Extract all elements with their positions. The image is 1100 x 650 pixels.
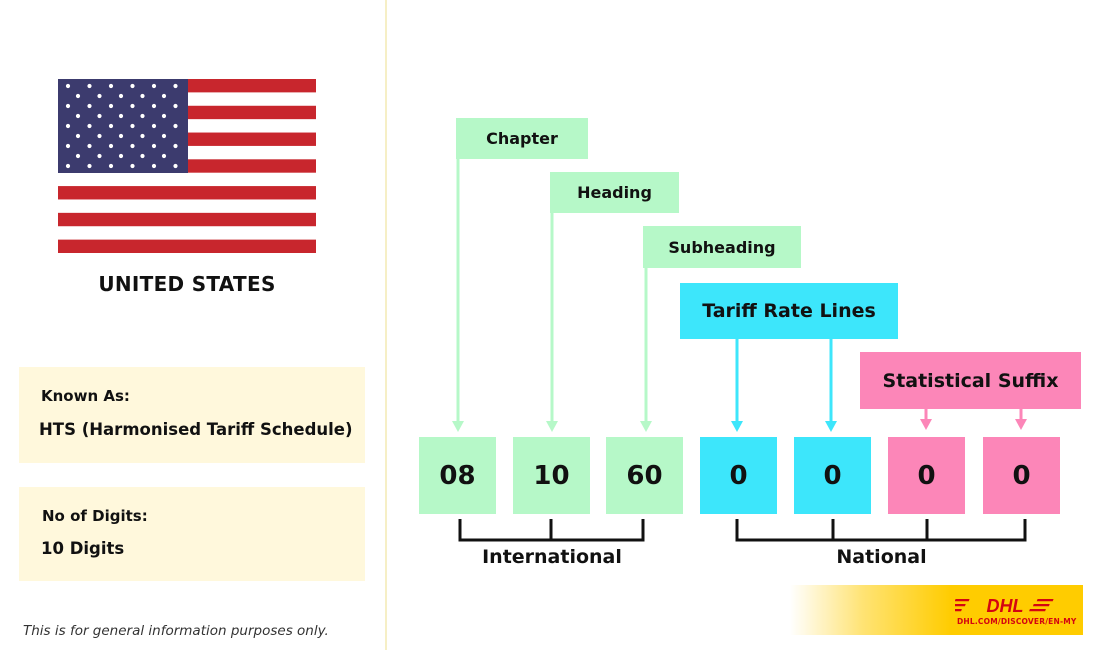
digit-box-tariff-2: 0 <box>794 437 871 514</box>
heading-label: Heading <box>550 172 679 213</box>
national-label: National <box>836 546 927 568</box>
digit-box-suffix-2: 0 <box>983 437 1060 514</box>
subheading-label: Subheading <box>643 226 801 268</box>
tariff-rate-lines-label: Tariff Rate Lines <box>680 283 898 339</box>
country-name: UNITED STATES <box>98 272 276 296</box>
digit-box-tariff-1: 0 <box>700 437 777 514</box>
subheading-arrowhead <box>640 421 652 432</box>
statistical-suffix-label: Statistical Suffix <box>860 352 1081 409</box>
known-as-label: Known As: <box>41 387 130 405</box>
tariff-arrowhead-1 <box>731 421 743 432</box>
digits-label: No of Digits: <box>42 507 148 525</box>
vertical-divider <box>385 0 387 650</box>
dhl-logo-text: DHL <box>987 596 1024 616</box>
known-as-value: HTS (Harmonised Tariff Schedule) <box>39 420 353 439</box>
digit-box-chapter: 08 <box>419 437 496 514</box>
digit-box-suffix-1: 0 <box>888 437 965 514</box>
international-label: International <box>482 546 622 568</box>
chapter-label: Chapter <box>456 118 588 159</box>
tariff-arrowhead-2 <box>825 421 837 432</box>
digit-box-heading: 10 <box>513 437 590 514</box>
national-bracket <box>735 519 1027 542</box>
chapter-arrowhead <box>452 421 464 432</box>
suffix-arrowhead-1 <box>920 419 932 430</box>
disclaimer: This is for general information purposes… <box>23 623 329 639</box>
us-flag-icon <box>58 79 316 253</box>
digits-card: No of Digits: 10 Digits <box>19 487 365 581</box>
dhl-url: DHL.COM/DISCOVER/EN-MY <box>957 617 1077 626</box>
heading-arrowhead <box>546 421 558 432</box>
suffix-arrowhead-2 <box>1015 419 1027 430</box>
digits-value: 10 Digits <box>41 539 125 558</box>
dhl-logo-icon: DHL <box>955 596 1054 616</box>
digit-box-subheading: 60 <box>606 437 683 514</box>
known-as-card: Known As: HTS (Harmonised Tariff Schedul… <box>19 367 365 463</box>
